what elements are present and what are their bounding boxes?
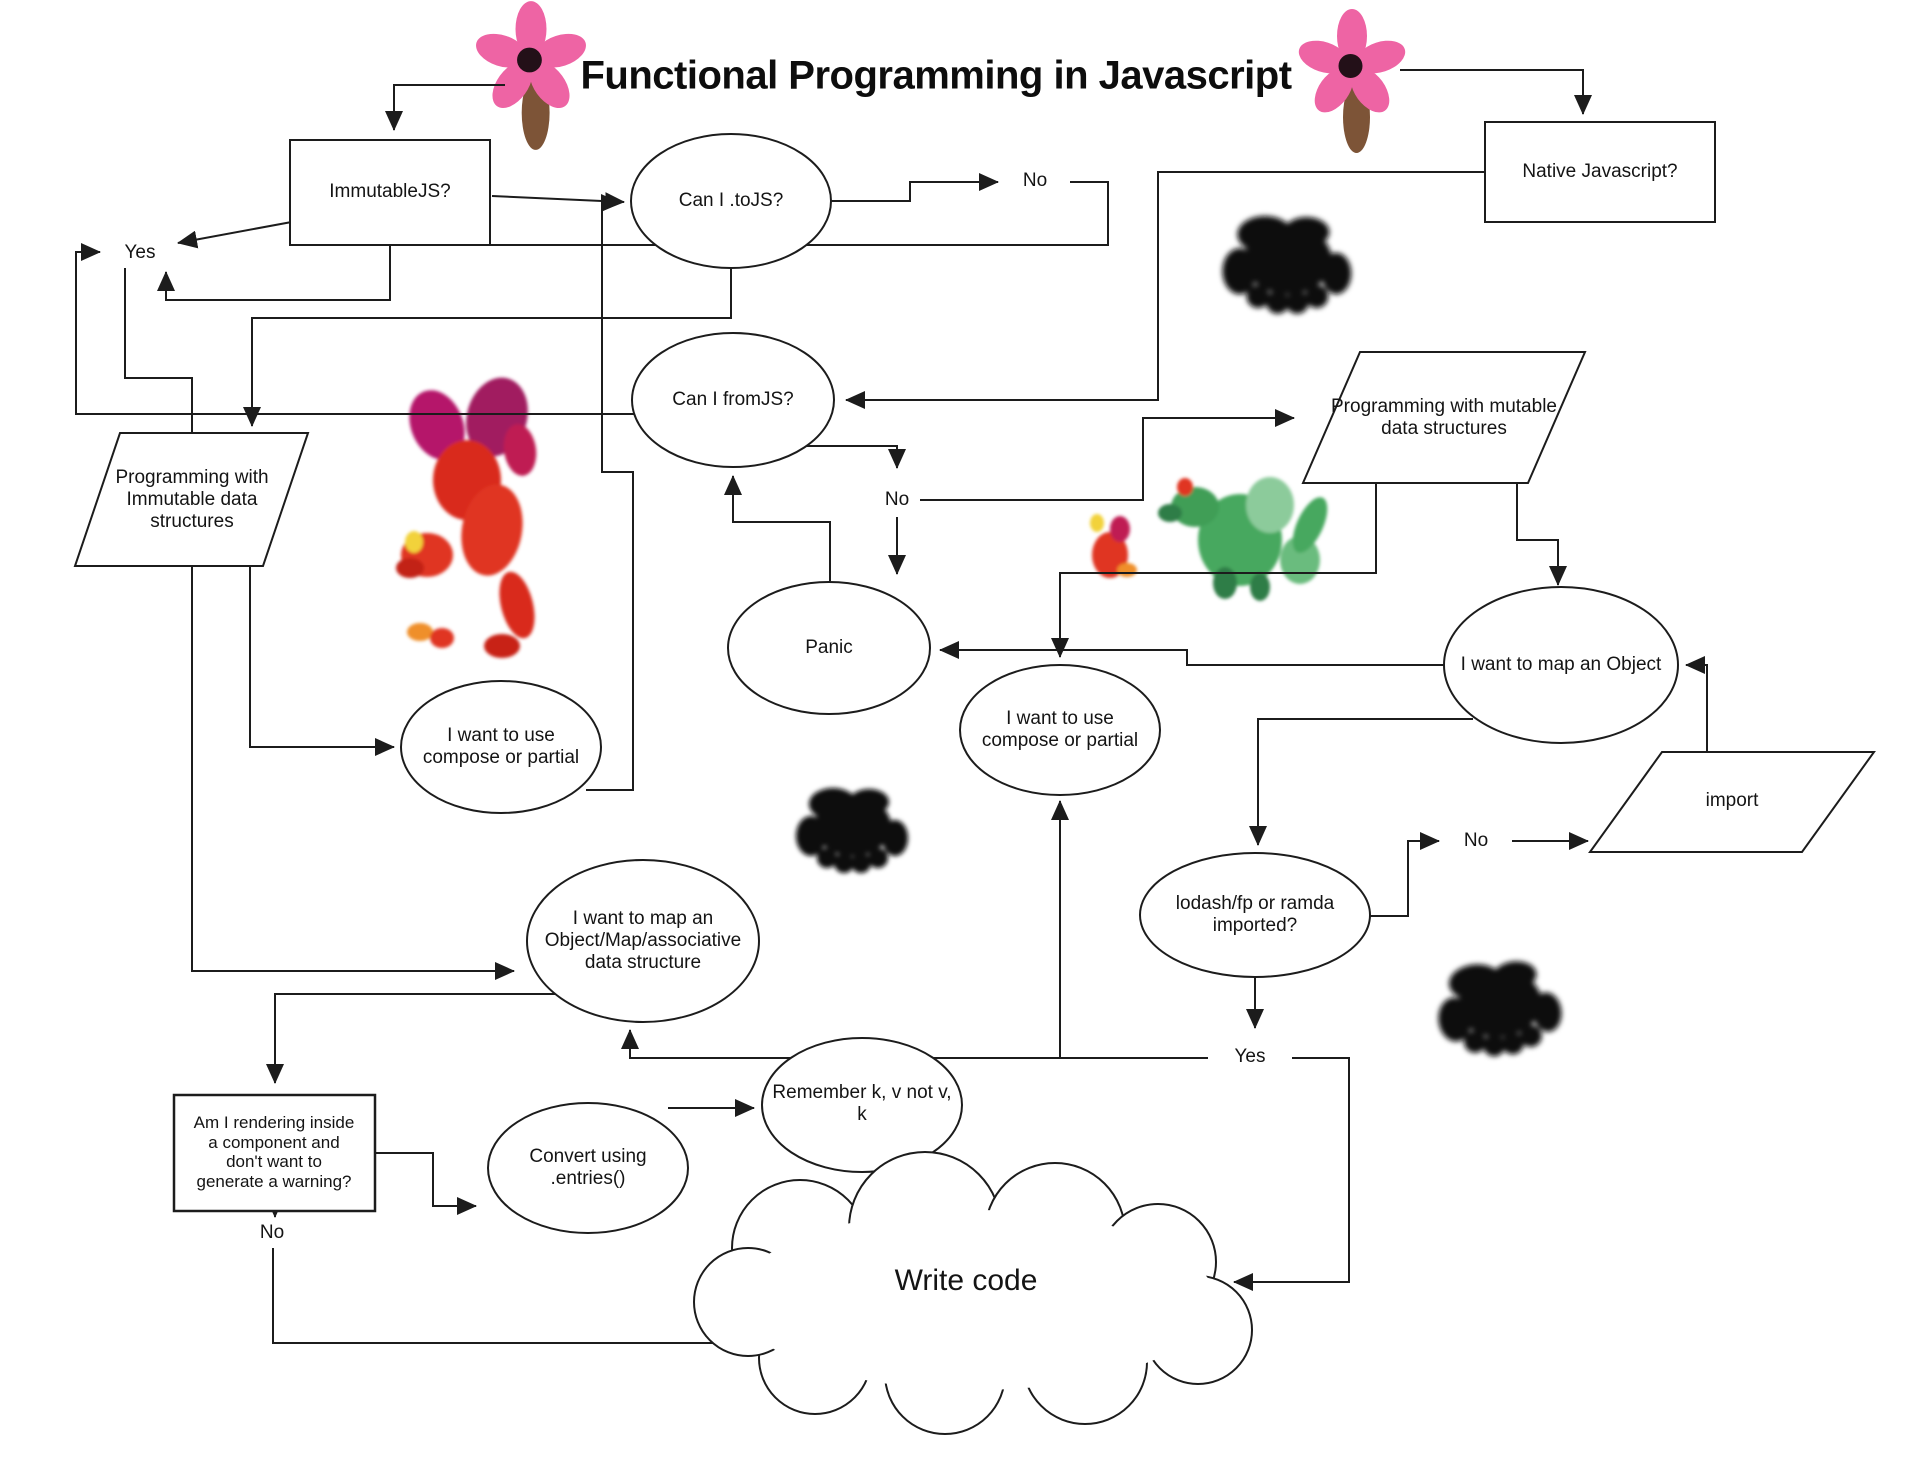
- arrow-rendering-to-convert: [375, 1152, 477, 1215]
- can-i-tojs-ellipse: [630, 133, 832, 269]
- page-title: Functional Programming in Javascript: [580, 53, 1292, 98]
- import-parallelogram: [1588, 751, 1876, 853]
- arrow-fromjs-to-no: [806, 445, 906, 469]
- compose-center-ellipse: [959, 664, 1161, 796]
- red-dragon-icon: [396, 377, 537, 658]
- prog-mutable-parallelogram: [1301, 351, 1587, 484]
- arrow-no-to-cloud: [272, 1248, 749, 1352]
- arrow-tojs-to-no: [831, 173, 999, 202]
- arrow-yes-to-mapassoc: [621, 1029, 1208, 1059]
- arrow-mutablepar-to-compose: [1051, 484, 1377, 658]
- arrow-panic-to-fromjs: [724, 475, 831, 581]
- flower-icon: [471, 1, 591, 150]
- can-i-fromjs-ellipse: [631, 332, 835, 468]
- immutablejs-box: [289, 139, 491, 246]
- spider-icon: [1433, 955, 1566, 1062]
- arrow-tojs-to-immutable-par: [243, 269, 732, 427]
- arrow-composeleft-to-tojs: [586, 194, 634, 791]
- arrow-no-to-mutable-par: [920, 409, 1295, 501]
- flower-icon: [1294, 9, 1410, 153]
- spider-icon: [796, 788, 908, 873]
- am-i-rendering-box: [172, 1093, 377, 1213]
- map-assoc-ellipse: [526, 859, 760, 1023]
- arrow-yes-to-mapassoc-loop: [124, 268, 515, 980]
- arrow-immutablejs-to-tojs: [491, 192, 625, 211]
- arrow-fromjs-to-yes: [75, 243, 640, 415]
- native-javascript-box: [1484, 121, 1716, 223]
- arrow-yes-to-cloud: [1233, 1057, 1350, 1291]
- arrow-mapobject-to-lodash: [1249, 718, 1473, 846]
- lodash-ellipse: [1139, 852, 1371, 978]
- arrow-title-to-nativejs: [1400, 69, 1592, 115]
- green-dragon-icon: [1090, 477, 1328, 601]
- cloud-shape: [693, 1151, 1253, 1435]
- spider-icon: [1222, 216, 1352, 314]
- convert-entries-ellipse: [487, 1102, 689, 1234]
- arrow-mutablepar-to-mapobject: [1516, 484, 1567, 586]
- node-shapes: [73, 121, 1876, 1234]
- panic-ellipse: [727, 581, 931, 715]
- compose-left-ellipse: [400, 680, 602, 814]
- arrow-import-to-mapobject: [1685, 656, 1708, 752]
- arrow-mapobject-to-panic: [939, 641, 1444, 666]
- map-object-ellipse: [1443, 586, 1679, 744]
- arrow-immutablejs-to-yes: [177, 220, 298, 249]
- arrow-nativejs-to-fromjs: [845, 171, 1485, 409]
- arrow-title-to-immutablejs: [385, 84, 505, 131]
- remember-kv-ellipse: [761, 1037, 963, 1173]
- arrow-mapassoc-to-rendering: [266, 993, 560, 1084]
- arrow-lodash-to-no: [1370, 832, 1440, 917]
- arrow-immutablepar-to-compose: [249, 566, 395, 756]
- prog-immutable-parallelogram: [73, 432, 310, 567]
